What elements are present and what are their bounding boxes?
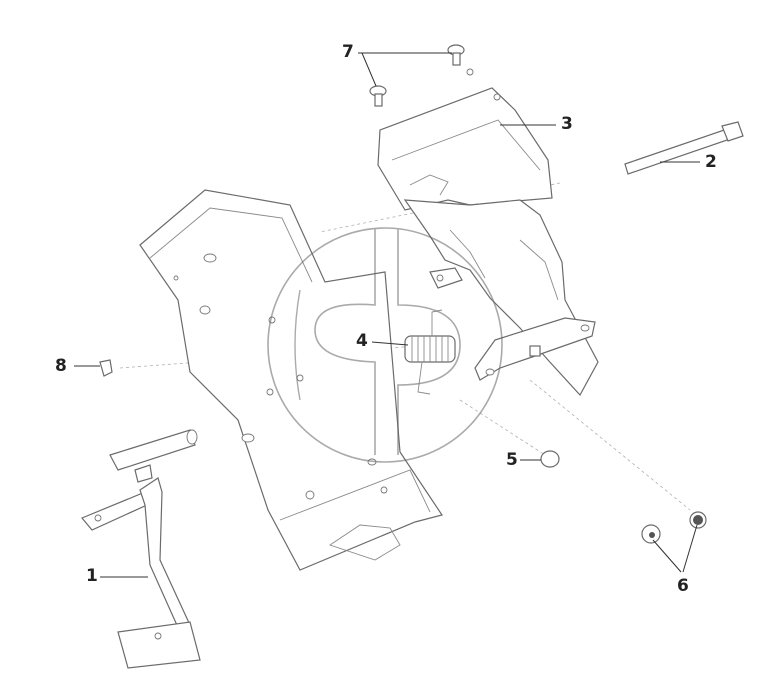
- return-spring: [404, 309, 456, 395]
- pivot-bolt: [624, 121, 744, 175]
- clip: [99, 359, 113, 377]
- callout-6: 6: [677, 576, 689, 596]
- callout-5: 5: [506, 450, 518, 470]
- callout-8: 8: [55, 356, 67, 376]
- callout-1: 1: [86, 566, 98, 586]
- callout-7: 7: [342, 42, 354, 62]
- bushing: [540, 450, 560, 468]
- callout-4: 4: [356, 331, 368, 351]
- pedal-lever: [81, 429, 201, 669]
- callout-2: 2: [705, 152, 717, 172]
- screws: [369, 44, 465, 107]
- leader-lines: [74, 52, 700, 578]
- callout-3: 3: [561, 114, 573, 134]
- pedal-bracket: [377, 68, 599, 397]
- floor-plate: [139, 189, 443, 571]
- nuts: [641, 511, 707, 544]
- watermark-logo: [267, 227, 503, 463]
